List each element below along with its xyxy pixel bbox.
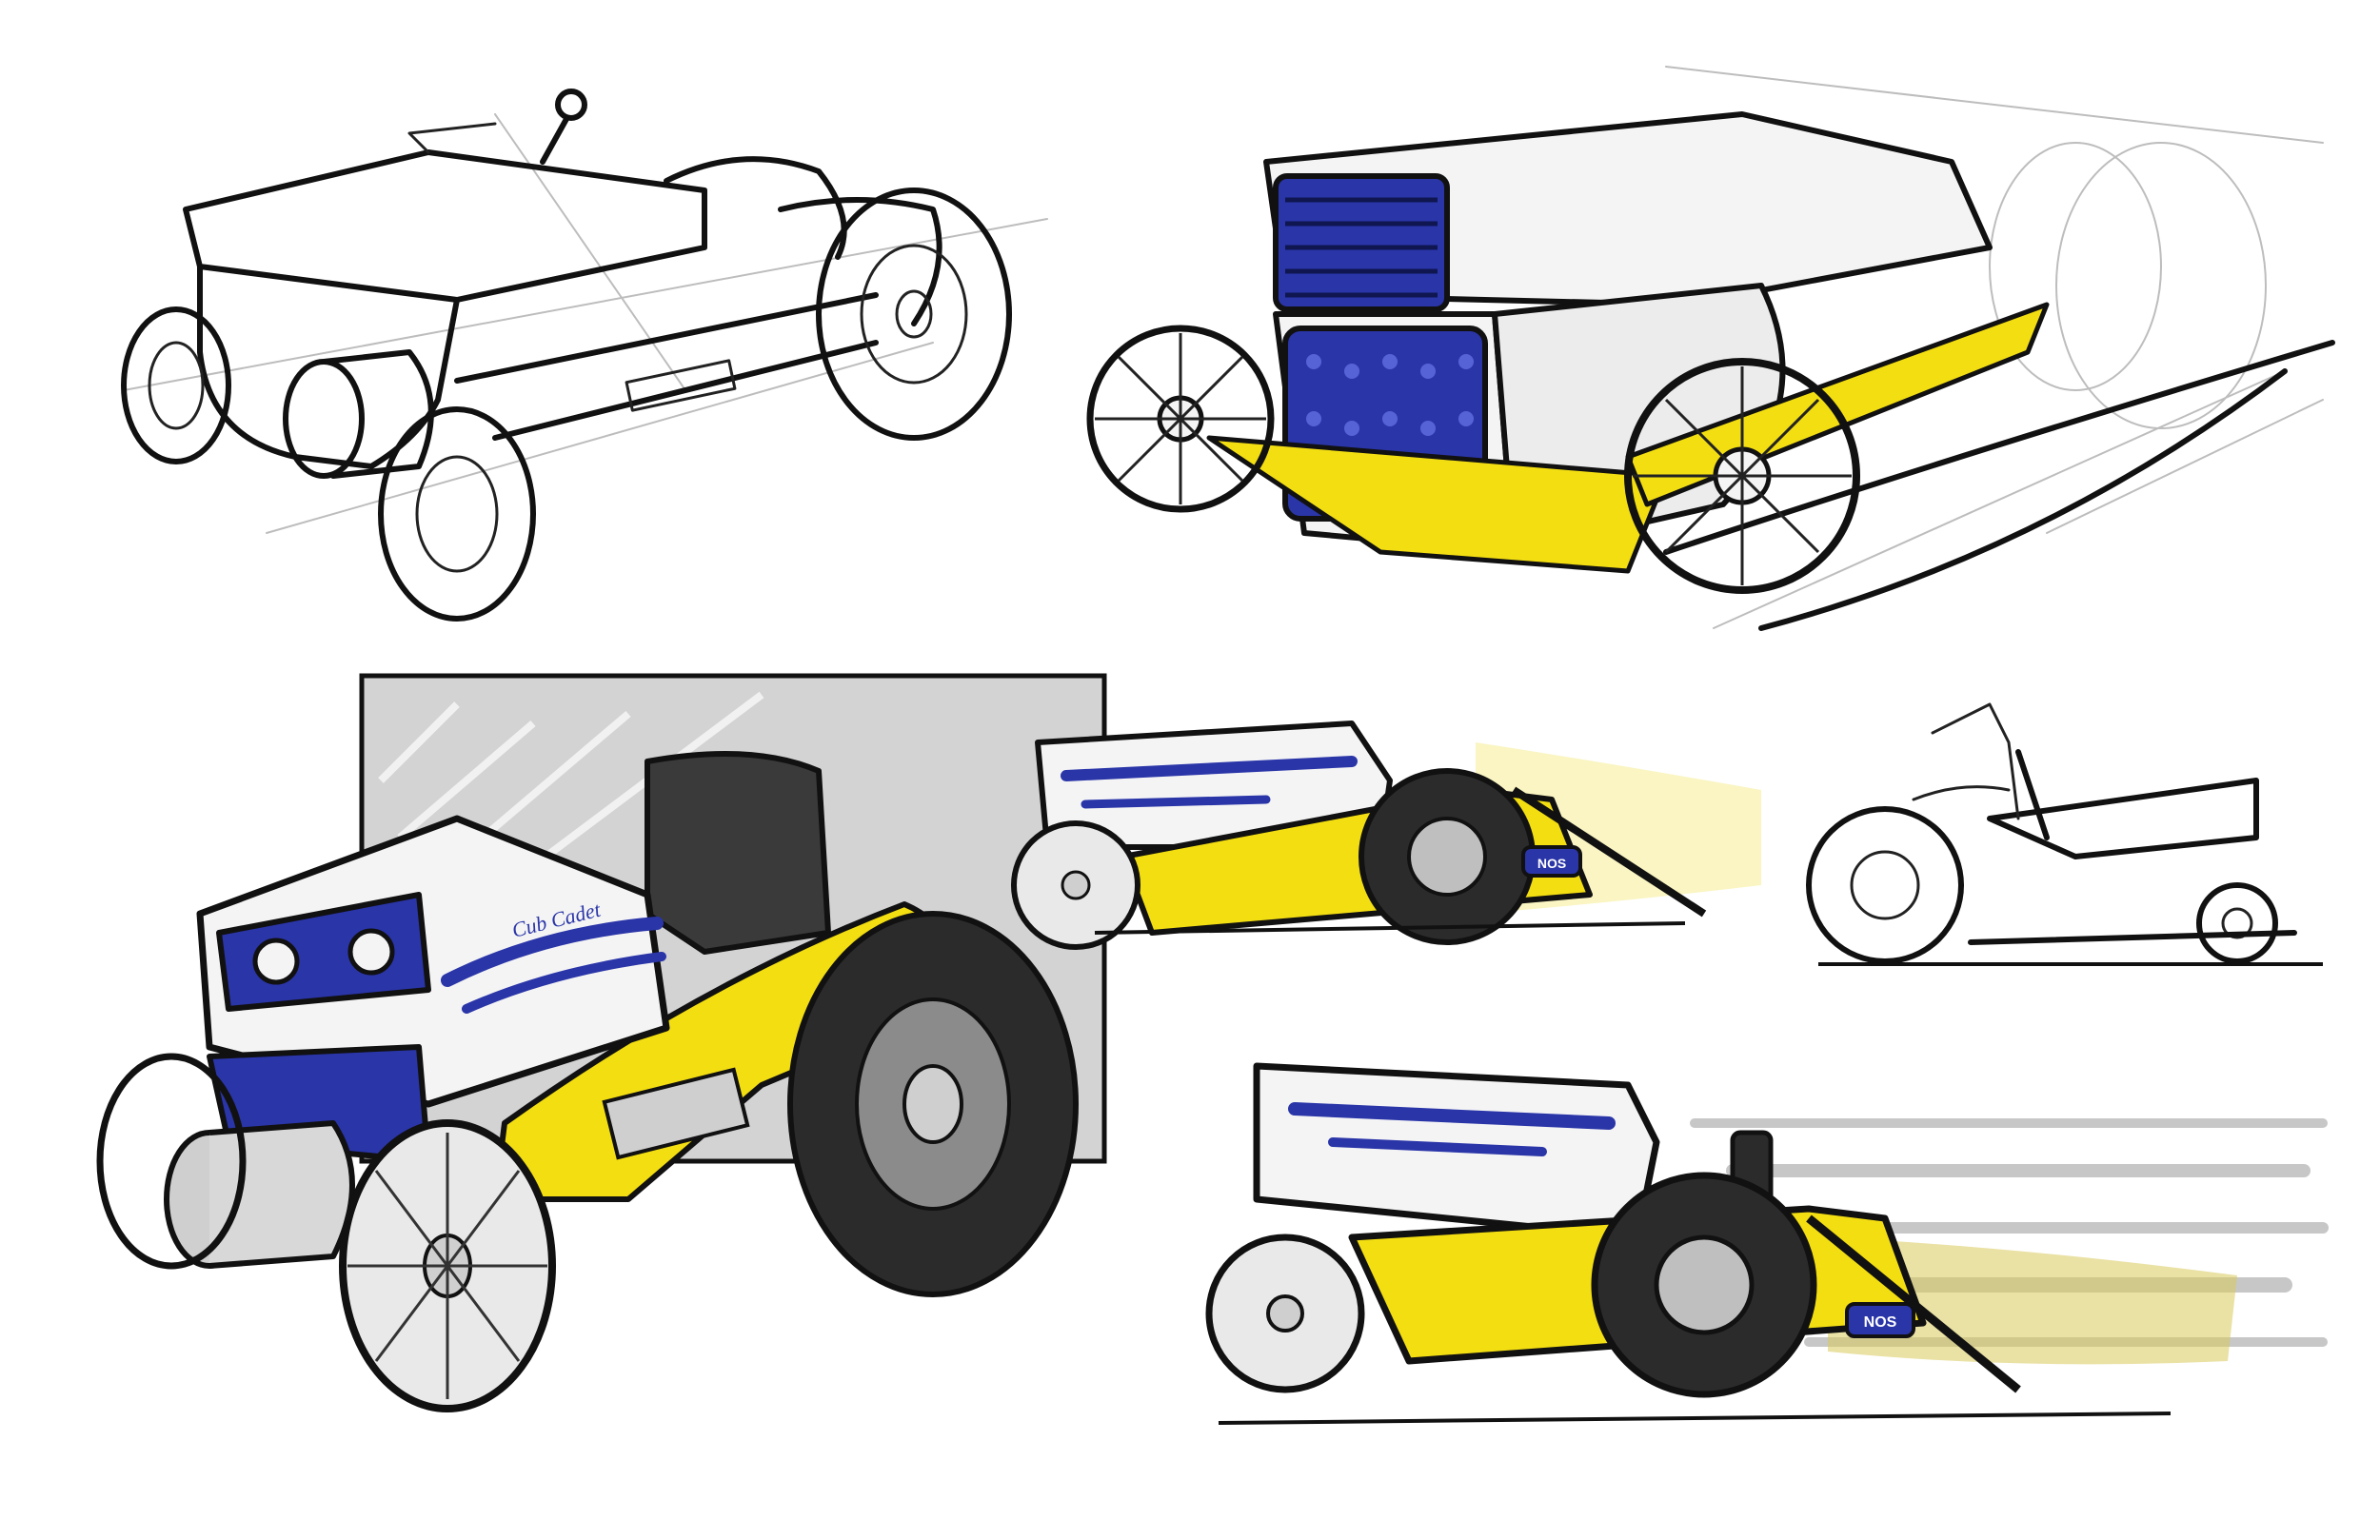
nos-label-bottom: NOS [1864,1314,1897,1331]
sketch-shaded-closeup [1086,57,2335,714]
sketch-lineart-side-view [1799,695,2332,971]
nos-label-top: NOS [1537,856,1566,871]
action-side-view-drawing: NOS [1205,1062,2329,1425]
side-view-tractor-drawing: NOS [1011,721,1761,950]
shaded-closeup-drawing [1086,66,2335,631]
color-tractor-drawing: Cub Cadet [96,673,1107,1412]
sketch-side-view-tractor: NOS [981,685,1771,971]
lineart-tractor-drawing [121,89,1048,622]
sketch-action-side-view: NOS [1161,1047,2332,1447]
lineart-side-view-drawing [1806,702,2323,966]
sketch-color-tractor: Cub Cadet [95,666,1152,1456]
exhaust-glow-2 [1828,1237,2237,1365]
sketch-lineart-tractor [95,76,1095,628]
